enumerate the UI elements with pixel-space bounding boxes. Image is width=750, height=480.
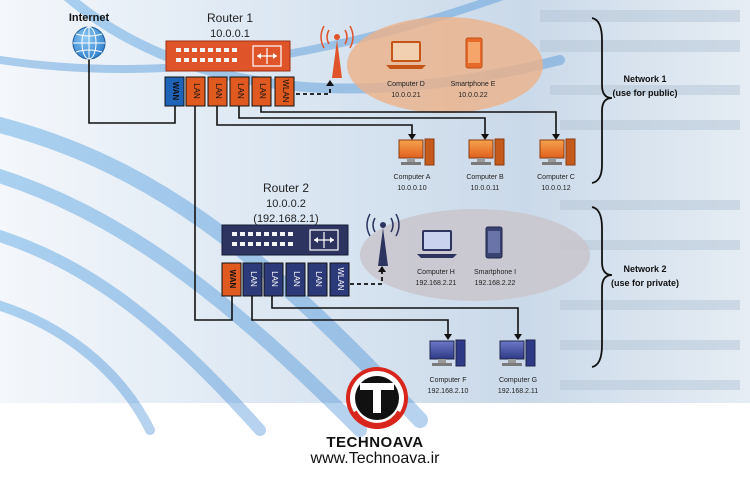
computer-a-name: Computer A bbox=[394, 174, 431, 181]
router1-port-lan-3-label: LAN bbox=[236, 83, 245, 99]
cable-router1-router2 bbox=[194, 106, 233, 321]
router1-ip: 10.0.0.1 bbox=[210, 28, 250, 40]
antenna-icon-router2 bbox=[366, 213, 400, 266]
router2-title: Router 2 bbox=[263, 181, 309, 195]
network2-title: Network 2 bbox=[623, 264, 666, 274]
router2-ip-private: (192.168.2.1) bbox=[253, 213, 318, 225]
internet-label: Internet bbox=[69, 12, 110, 24]
cables bbox=[88, 58, 557, 334]
cable-computer-f bbox=[251, 296, 449, 334]
router2-led-panel bbox=[232, 232, 293, 246]
computer-c-name: Computer C bbox=[537, 174, 575, 181]
network1-subtitle: (use for public) bbox=[613, 88, 678, 98]
router1 bbox=[165, 40, 291, 72]
desktop-icon-computer-f bbox=[429, 339, 466, 367]
router1-port-wan-label: WAN bbox=[171, 82, 180, 101]
laptop-icon-computer-h bbox=[417, 230, 457, 258]
network2-subtitle: (use for private) bbox=[611, 278, 679, 288]
router2-port-lan-4-label: LAN bbox=[314, 271, 323, 287]
cable-internet-wan bbox=[88, 58, 176, 124]
router1-port-wlan-label: WLAN bbox=[281, 79, 290, 102]
smartphone-i-ip: 192.168.2.22 bbox=[475, 280, 516, 287]
smartphone-e-name: Smartphone E bbox=[451, 81, 496, 88]
router2-ip: 10.0.0.2 bbox=[266, 198, 306, 210]
computer-d-ip: 10.0.0.21 bbox=[391, 92, 420, 99]
wireless-zone-network1 bbox=[347, 17, 543, 113]
smartphone-i-name: Smartphone I bbox=[474, 269, 516, 276]
router1-ports: WAN LAN LAN LAN LAN WLAN bbox=[164, 76, 295, 107]
router1-port-wlan: WLAN bbox=[274, 76, 295, 107]
computer-h-name: Computer H bbox=[417, 269, 455, 276]
smartphone-e-ip: 10.0.0.22 bbox=[458, 92, 487, 99]
router2-port-wan-label: WAN bbox=[228, 270, 237, 289]
computer-d-name: Computer D bbox=[387, 81, 425, 88]
router1-port-lan-1-label: LAN bbox=[192, 83, 201, 99]
router1-led-panel bbox=[176, 48, 237, 62]
wlan-links bbox=[296, 86, 383, 285]
router2-port-wlan: WLAN bbox=[329, 262, 350, 297]
router1-port-lan-1: LAN bbox=[185, 76, 206, 107]
router2-port-lan-2-label: LAN bbox=[270, 271, 279, 287]
router2-ports: WAN LAN LAN LAN LAN WLAN bbox=[221, 262, 350, 297]
laptop-icon-computer-d bbox=[386, 41, 426, 69]
router1-port-wan: WAN bbox=[164, 76, 185, 107]
cable-computer-b bbox=[238, 106, 486, 134]
cable-arrows bbox=[326, 80, 560, 340]
router2-port-wan: WAN bbox=[221, 262, 242, 297]
router2-port-lan-1-label: LAN bbox=[249, 271, 258, 287]
network2-bracket bbox=[591, 206, 613, 368]
computer-g-ip: 192.168.2.11 bbox=[498, 388, 538, 395]
router2-port-wlan-label: WLAN bbox=[336, 267, 345, 290]
router1-title: Router 1 bbox=[207, 11, 253, 25]
desktop-icon-computer-g bbox=[499, 339, 536, 367]
network1-bracket bbox=[591, 17, 613, 184]
antenna-icon-router1 bbox=[320, 25, 354, 78]
cable-computer-g bbox=[271, 296, 519, 334]
globe-icon bbox=[72, 26, 106, 60]
wireless-zone-network2 bbox=[360, 209, 590, 301]
router2-port-lan-4: LAN bbox=[307, 262, 328, 297]
router1-port-lan-3: LAN bbox=[229, 76, 250, 107]
router2-port-lan-1: LAN bbox=[242, 262, 263, 297]
desktop-icon-computer-b bbox=[468, 138, 505, 166]
brand-name: TECHNOAVA bbox=[326, 434, 424, 451]
smartphone-icon-i bbox=[485, 226, 503, 259]
computer-b-ip: 10.0.0.11 bbox=[471, 185, 500, 192]
router2-port-lan-3: LAN bbox=[285, 262, 306, 297]
computer-f-ip: 192.168.2.10 bbox=[428, 388, 469, 395]
desktop-icon-computer-c bbox=[539, 138, 576, 166]
computer-f-name: Computer F bbox=[430, 377, 467, 384]
router1-port-lan-4-label: LAN bbox=[258, 83, 267, 99]
router1-port-lan-2: LAN bbox=[207, 76, 228, 107]
router-arrows-icon bbox=[309, 229, 339, 251]
computer-g-name: Computer G bbox=[499, 377, 537, 384]
router2-port-lan-2: LAN bbox=[263, 262, 284, 297]
cable-computer-c bbox=[260, 106, 557, 134]
router1-port-lan-4: LAN bbox=[251, 76, 272, 107]
technoava-logo-icon bbox=[346, 367, 408, 429]
background-rack bbox=[540, 10, 740, 390]
computer-a-ip: 10.0.0.10 bbox=[397, 185, 426, 192]
desktop-icon-computer-a bbox=[398, 138, 435, 166]
computer-b-name: Computer B bbox=[466, 174, 504, 181]
cable-computer-a bbox=[216, 106, 413, 134]
router1-port-lan-2-label: LAN bbox=[214, 83, 223, 99]
router2-port-lan-3-label: LAN bbox=[292, 271, 301, 287]
wlan-link-router2 bbox=[343, 272, 383, 285]
network1-title: Network 1 bbox=[623, 74, 666, 84]
brand-url: www.Technoava.ir bbox=[310, 450, 440, 467]
computer-h-ip: 192.168.2.21 bbox=[416, 280, 457, 287]
router-arrows-icon bbox=[252, 45, 282, 67]
router2 bbox=[221, 224, 349, 256]
computer-c-ip: 10.0.0.12 bbox=[541, 185, 570, 192]
smartphone-icon-e bbox=[465, 37, 483, 69]
